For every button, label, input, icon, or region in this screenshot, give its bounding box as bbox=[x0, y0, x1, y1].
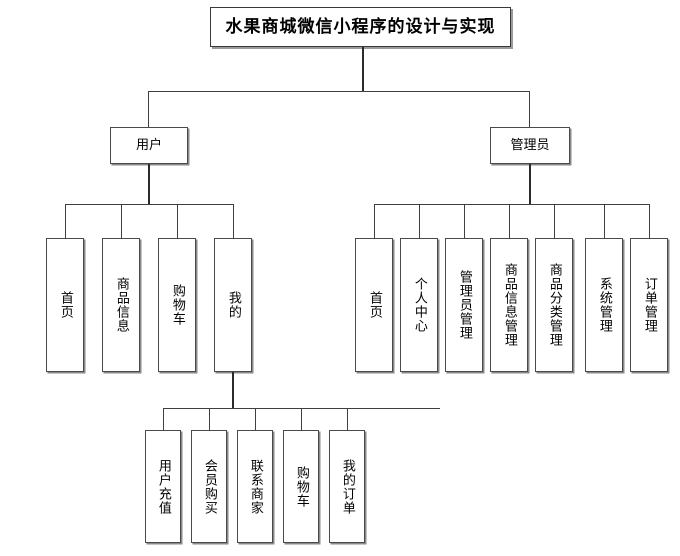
admin-module-system-management[interactable]: 系统管理 bbox=[585, 238, 623, 372]
mine-sub-recharge[interactable]: 用户充值 bbox=[145, 430, 181, 543]
connector-root-to-user bbox=[148, 91, 149, 127]
admin-module-admin-management[interactable]: 管理员管理 bbox=[445, 238, 483, 372]
admin-module-home[interactable]: 首页 bbox=[355, 238, 393, 372]
mine-sub-contact-merchant[interactable]: 联系商家 bbox=[237, 430, 273, 543]
admin-module-product-category-management[interactable]: 商品分类管理 bbox=[535, 238, 573, 372]
admin-module-product-category-management-label: 商品分类管理 bbox=[546, 263, 562, 347]
connector-mine-stem bbox=[232, 372, 234, 408]
connector-admin-to-module-5 bbox=[554, 204, 555, 238]
root-node-label: 水果商城微信小程序的设计与实现 bbox=[225, 16, 496, 37]
user-module-cart[interactable]: 购物车 bbox=[158, 238, 196, 372]
connector-root-bus bbox=[148, 91, 529, 92]
connector-admin-bus bbox=[374, 204, 649, 205]
user-module-home-label: 首页 bbox=[57, 291, 73, 319]
admin-module-admin-management-label: 管理员管理 bbox=[456, 270, 472, 340]
connector-user-to-module-2 bbox=[121, 204, 122, 238]
connector-user-to-module-1 bbox=[65, 204, 66, 238]
connector-mine-to-sub-4 bbox=[301, 408, 302, 430]
connector-mine-to-sub-5 bbox=[347, 408, 348, 430]
admin-module-product-info-management[interactable]: 商品信息管理 bbox=[490, 238, 528, 372]
connector-root-to-admin bbox=[529, 91, 530, 127]
role-node-admin[interactable]: 管理员 bbox=[490, 127, 570, 164]
connector-user-to-module-3 bbox=[177, 204, 178, 238]
user-module-home[interactable]: 首页 bbox=[46, 238, 84, 372]
connector-mine-to-sub-1 bbox=[163, 408, 164, 430]
admin-module-system-management-label: 系统管理 bbox=[596, 277, 612, 333]
connector-admin-to-module-7 bbox=[649, 204, 650, 238]
admin-module-home-label: 首页 bbox=[366, 291, 382, 319]
connector-admin-to-module-2 bbox=[419, 204, 420, 238]
connector-admin-to-module-3 bbox=[464, 204, 465, 238]
mine-sub-cart[interactable]: 购物车 bbox=[283, 430, 319, 543]
mine-sub-membership-label: 会员购买 bbox=[201, 458, 217, 515]
connector-admin-to-module-1 bbox=[374, 204, 375, 238]
admin-module-order-management-label: 订单管理 bbox=[641, 277, 657, 333]
connector-admin-to-module-6 bbox=[604, 204, 605, 238]
user-module-mine-label: 我的 bbox=[225, 291, 241, 319]
admin-module-personal-center[interactable]: 个人中心 bbox=[400, 238, 438, 372]
connector-user-to-module-4 bbox=[233, 204, 234, 238]
role-node-user-label: 用户 bbox=[135, 138, 162, 153]
user-module-product-info[interactable]: 商品信息 bbox=[102, 238, 140, 372]
user-module-product-info-label: 商品信息 bbox=[113, 277, 129, 333]
mine-sub-my-orders-label: 我的订单 bbox=[339, 458, 355, 515]
role-node-admin-label: 管理员 bbox=[510, 138, 550, 153]
admin-module-personal-center-label: 个人中心 bbox=[411, 277, 427, 333]
mine-sub-cart-label: 购物车 bbox=[293, 465, 309, 508]
connector-mine-to-sub-2 bbox=[209, 408, 210, 430]
mine-sub-membership[interactable]: 会员购买 bbox=[191, 430, 227, 543]
connector-root-stem bbox=[362, 47, 364, 91]
role-node-user[interactable]: 用户 bbox=[110, 127, 188, 164]
connector-admin-to-module-4 bbox=[509, 204, 510, 238]
mine-sub-contact-merchant-label: 联系商家 bbox=[247, 458, 263, 515]
root-node-title[interactable]: 水果商城微信小程序的设计与实现 bbox=[210, 7, 511, 47]
connector-user-bus bbox=[65, 204, 233, 205]
admin-module-order-management[interactable]: 订单管理 bbox=[630, 238, 668, 372]
connector-user-stem bbox=[148, 164, 150, 204]
connector-mine-to-sub-3 bbox=[255, 408, 256, 430]
mine-sub-my-orders[interactable]: 我的订单 bbox=[329, 430, 365, 543]
user-module-cart-label: 购物车 bbox=[169, 284, 185, 326]
mine-sub-recharge-label: 用户充值 bbox=[155, 458, 171, 515]
connector-admin-stem bbox=[529, 164, 531, 204]
user-module-mine[interactable]: 我的 bbox=[214, 238, 252, 372]
admin-module-product-info-management-label: 商品信息管理 bbox=[501, 263, 517, 347]
